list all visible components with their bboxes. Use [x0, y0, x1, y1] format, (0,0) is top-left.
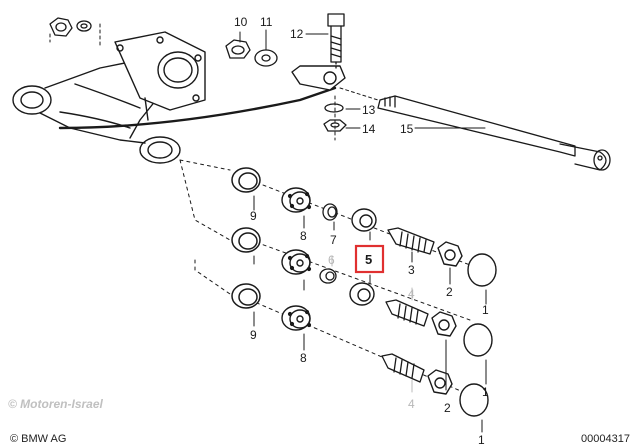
label-1-top: 1	[482, 303, 489, 317]
cap-1-mid	[463, 323, 493, 357]
stud-4-bottom	[381, 353, 425, 383]
part-number: 00004317	[581, 433, 630, 445]
washer-11	[254, 49, 278, 67]
label-1-bottom: 1	[478, 433, 485, 447]
label-15: 15	[400, 122, 414, 136]
axle-15	[377, 95, 611, 171]
label-2-bottom: 2	[444, 401, 451, 415]
sleeve-5-bottom	[349, 282, 375, 306]
bolt-12	[327, 13, 345, 69]
bearing-8-mid	[281, 249, 312, 275]
bearing-8-bottom	[281, 305, 312, 331]
label-8-top: 8	[300, 229, 307, 243]
label-4-top: 4	[408, 287, 415, 301]
label-10: 10	[234, 15, 248, 29]
label-9-bottom: 9	[250, 328, 257, 342]
cap-1-bottom	[459, 383, 489, 417]
bushing-9-top	[231, 167, 261, 193]
label-12: 12	[290, 27, 304, 41]
label-14: 14	[362, 122, 376, 136]
label-8-bottom: 8	[300, 351, 307, 365]
nut-top-left	[49, 17, 92, 37]
nut-2-bottom	[427, 369, 453, 395]
bushing-9-bottom	[231, 283, 261, 309]
label-2-top: 2	[446, 285, 453, 299]
nut-2-mid	[431, 311, 457, 337]
label-13: 13	[362, 103, 376, 117]
label-4-bottom: 4	[408, 397, 415, 411]
bushing-9-mid	[231, 227, 261, 253]
label-6: 6	[328, 253, 335, 267]
washer-13	[324, 103, 344, 113]
stud-4-mid	[385, 299, 429, 327]
cap-1-top	[467, 253, 497, 287]
bushing-7	[322, 203, 338, 221]
label-1-mid: 1	[482, 385, 489, 399]
label-3: 3	[408, 263, 415, 277]
label-7: 7	[330, 233, 337, 247]
copyright: © BMW AG	[10, 433, 67, 445]
bearing-8-top	[281, 187, 312, 213]
nut-2-top	[437, 241, 463, 267]
nut-10	[225, 39, 251, 59]
sleeve-5-top	[351, 208, 377, 232]
washer-6	[319, 268, 337, 284]
watermark: © Motoren-Israel	[8, 397, 103, 411]
swing-arm	[12, 31, 346, 164]
label-5: 5	[365, 252, 372, 267]
label-11: 11	[260, 15, 273, 29]
label-9-top: 9	[250, 209, 257, 223]
stud-3	[387, 227, 435, 255]
highlight-box-5[interactable]: 5	[354, 244, 385, 274]
